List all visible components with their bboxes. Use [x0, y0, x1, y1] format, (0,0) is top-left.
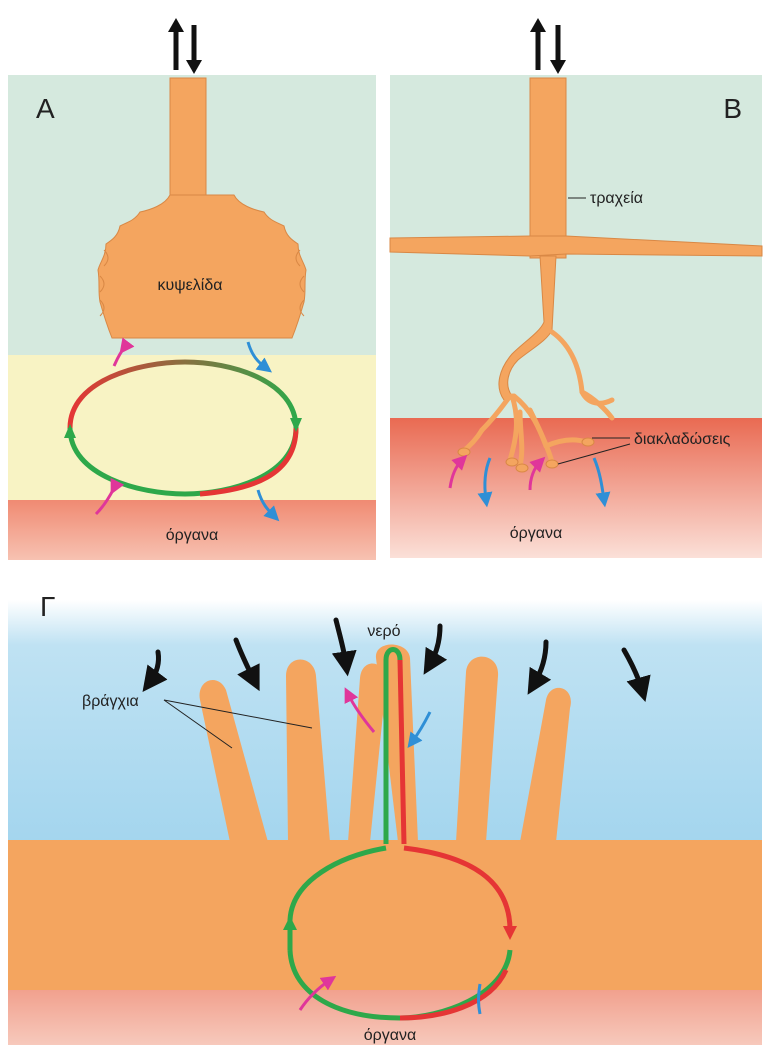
- up-arrow-head-icon: [530, 18, 546, 32]
- down-arrow-head-icon: [550, 60, 566, 74]
- panel-b: Β τραχεία διακλαδώσεις όργανα: [390, 18, 762, 558]
- panel-a-ventilation-arrows: [168, 18, 202, 74]
- panel-a-organs-label: όργανα: [166, 527, 219, 544]
- panel-a: Α κυψελίδα όργανα: [8, 18, 376, 560]
- panel-c: Γ νερό βράγχια όργανα: [8, 591, 762, 1045]
- panel-c-letter: Γ: [40, 591, 55, 622]
- panel-b-organs-label: όργανα: [510, 525, 563, 542]
- panel-c-body-tissue: [8, 840, 762, 990]
- panel-a-chamber-label: κυψελίδα: [158, 277, 223, 294]
- panel-c-water-label: νερό: [367, 623, 400, 640]
- panel-c-gills-label: βράγχια: [82, 693, 139, 710]
- panel-a-fluid-region: [8, 355, 376, 505]
- panel-b-trachea-label: τραχεία: [590, 190, 643, 207]
- up-arrow-head-icon: [168, 18, 184, 32]
- panel-c-organs-label: όργανα: [364, 1027, 417, 1044]
- panel-a-tube: [170, 78, 206, 198]
- co2-arrow-icon: [479, 984, 481, 1014]
- panel-b-branches-label: διακλαδώσεις: [634, 431, 731, 448]
- panel-b-trachea: [530, 78, 566, 258]
- panel-b-ventilation-arrows: [530, 18, 566, 74]
- panel-a-letter: Α: [36, 93, 55, 124]
- panel-b-letter: Β: [723, 93, 742, 124]
- down-arrow-head-icon: [186, 60, 202, 74]
